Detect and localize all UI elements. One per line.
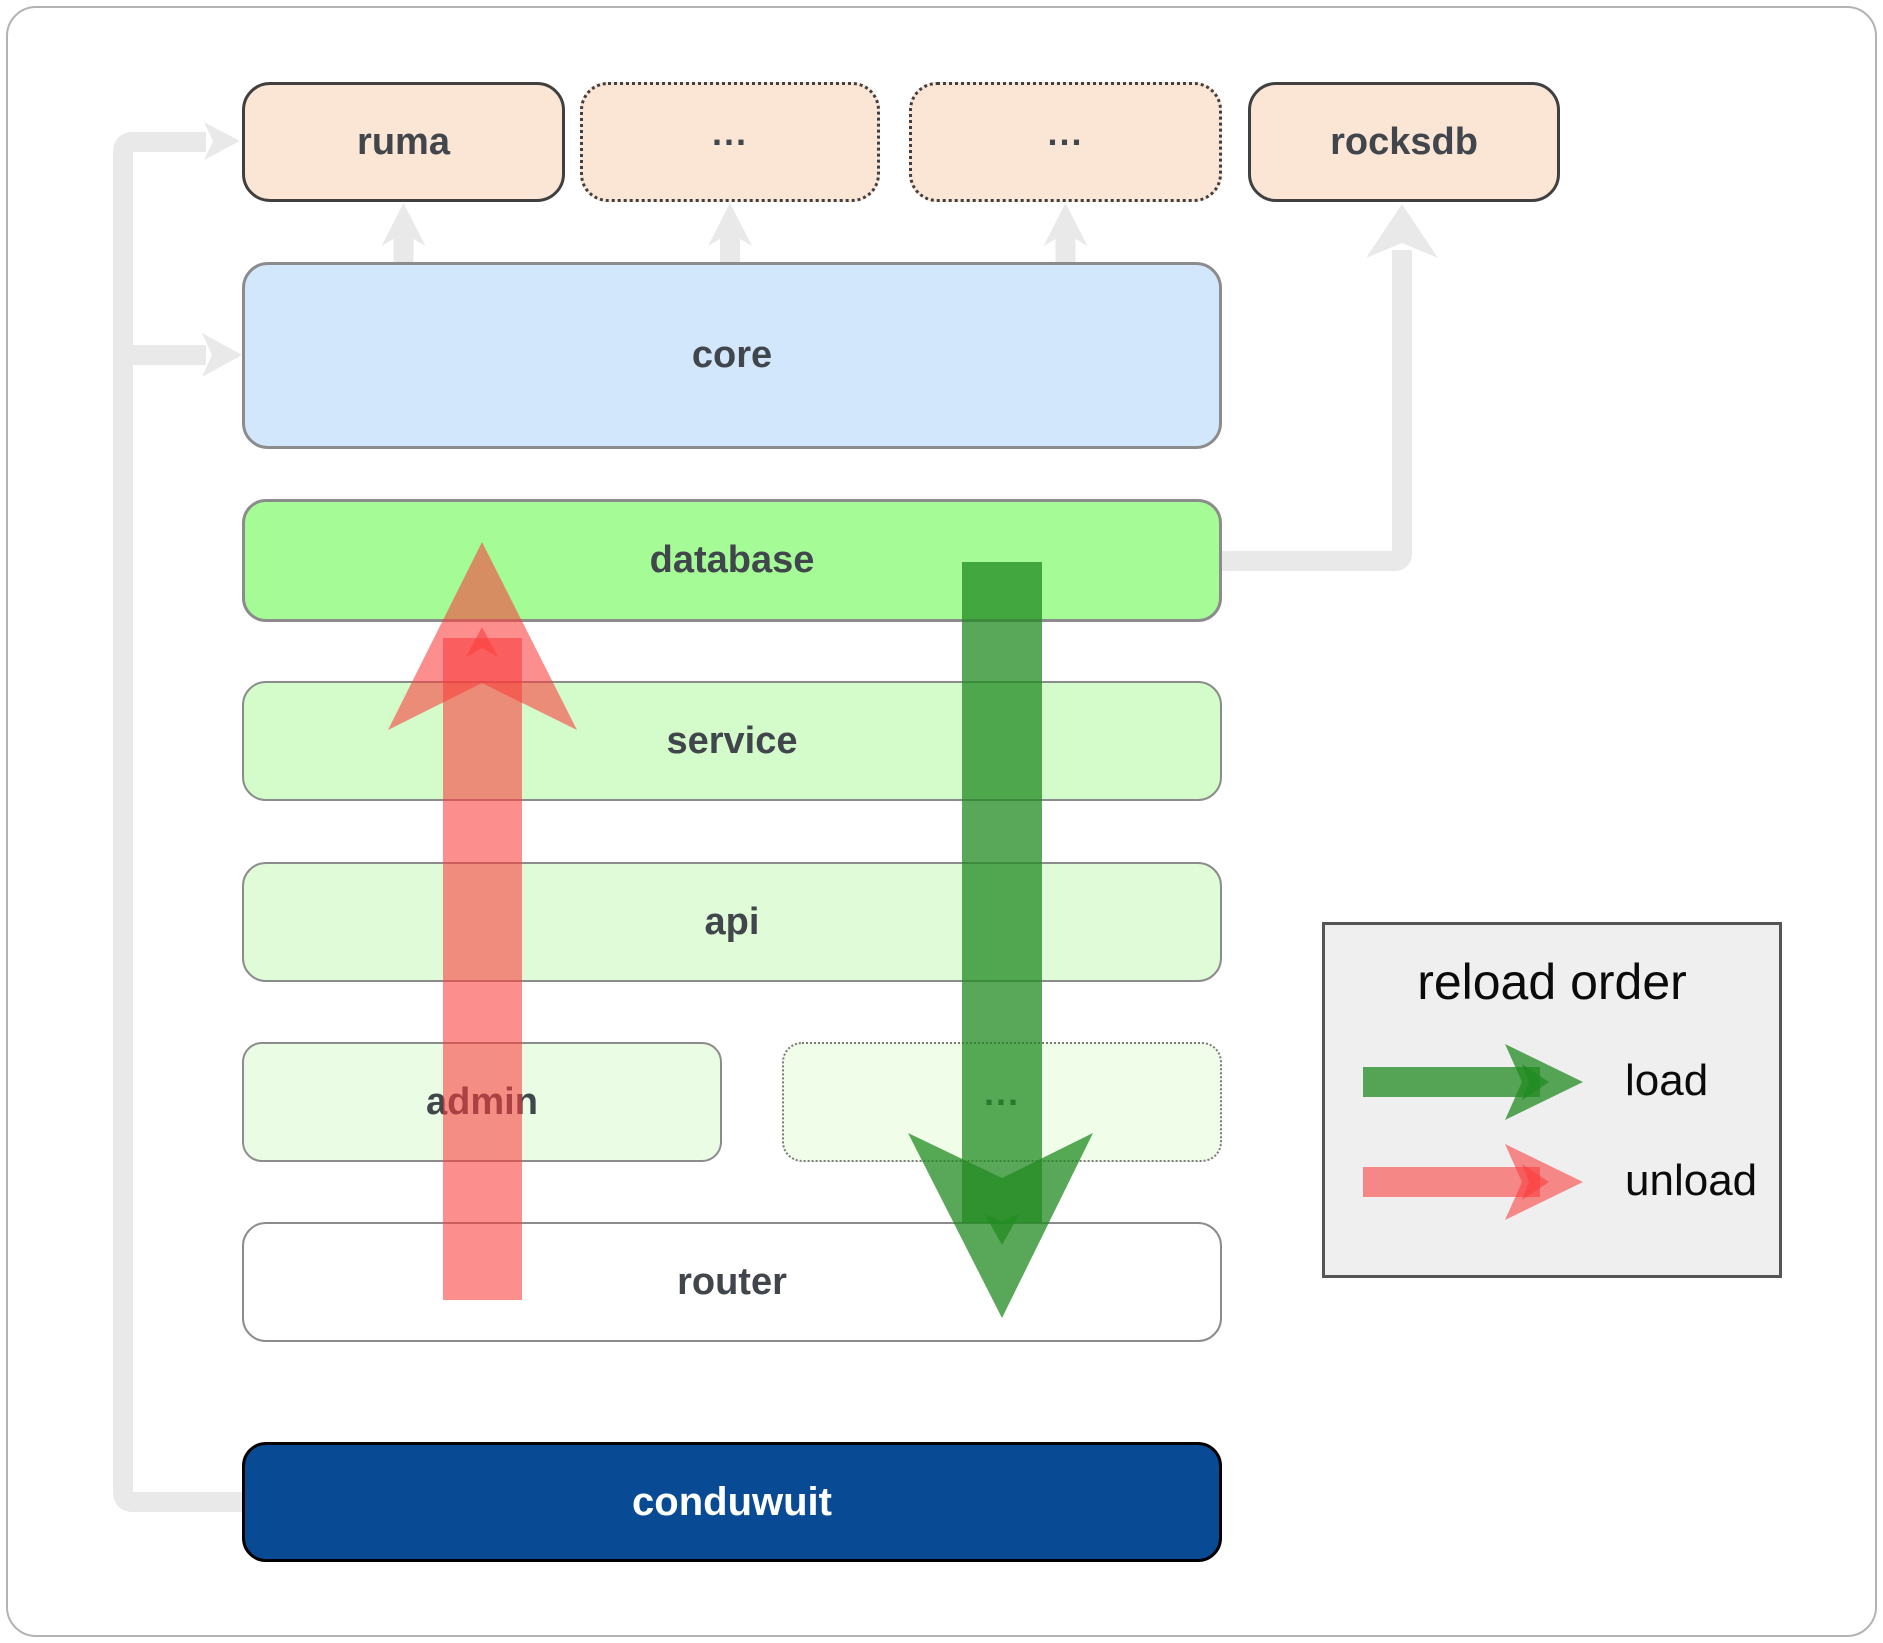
node-ellipsis-mid: ...	[782, 1042, 1222, 1162]
legend-unload-label: unload	[1625, 1156, 1758, 1205]
node-ruma: ruma	[242, 82, 565, 202]
node-ellipsis-top-2: ...	[909, 82, 1222, 202]
node-ellipsis-top-1: ...	[580, 82, 880, 202]
node-service-label: service	[666, 719, 798, 762]
node-ellipsis-top-1-label: ...	[711, 112, 748, 153]
node-admin-label: admin	[426, 1080, 538, 1123]
node-conduwuit: conduwuit	[242, 1442, 1222, 1562]
node-ellipsis-mid-label: ...	[983, 1072, 1020, 1113]
node-database-label: database	[649, 539, 815, 581]
legend-load-label: load	[1625, 1056, 1709, 1105]
node-rocksdb-label: rocksdb	[1330, 120, 1478, 163]
node-api-label: api	[704, 900, 760, 943]
legend: reload order	[1322, 922, 1782, 1278]
node-core-label: core	[691, 334, 773, 376]
node-service: service	[242, 681, 1222, 801]
node-rocksdb: rocksdb	[1248, 82, 1560, 202]
node-admin: admin	[242, 1042, 722, 1162]
node-ellipsis-top-2-label: ...	[1047, 112, 1084, 153]
page-border	[6, 6, 1877, 1637]
node-router: router	[242, 1222, 1222, 1342]
node-api: api	[242, 862, 1222, 982]
node-core: core	[242, 262, 1222, 449]
legend-title: reload order	[1417, 954, 1687, 1010]
node-conduwuit-label: conduwuit	[632, 1479, 832, 1524]
node-router-label: router	[677, 1260, 787, 1303]
node-ruma-label: ruma	[357, 120, 450, 163]
node-database: database	[242, 499, 1222, 622]
